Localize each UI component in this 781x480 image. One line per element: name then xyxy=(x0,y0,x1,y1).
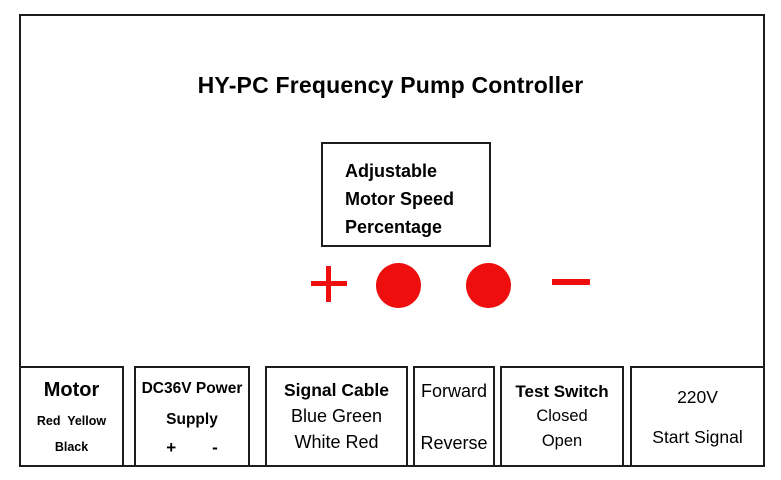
speed-box-line: Adjustable xyxy=(345,161,438,181)
forward-label: Forward xyxy=(420,381,487,401)
speed-box-line: Motor Speed xyxy=(345,189,455,209)
motor-wire-colors: Black xyxy=(54,440,89,454)
test-switch-state: Closed xyxy=(536,407,588,425)
legend-cell-signal-cable: Signal Cable Blue Green White Red xyxy=(265,366,408,467)
reverse-label: Reverse xyxy=(420,433,488,453)
legend-cell-direction: Forward Reverse xyxy=(413,366,495,467)
signal-wire-colors: White Red xyxy=(294,432,379,452)
polarity-plus-label: + xyxy=(166,438,177,457)
legend-cell-motor: Motor Red Yellow Black xyxy=(19,366,124,467)
power-supply-label: DC36V Power xyxy=(141,380,243,397)
power-polarity-row: + - xyxy=(166,438,218,457)
polarity-minus-label: - xyxy=(212,438,218,457)
indicator-light-left xyxy=(376,263,421,308)
speed-box-line: Percentage xyxy=(345,217,443,237)
test-switch-label: Test Switch xyxy=(515,382,609,401)
indicator-light-right xyxy=(466,263,511,308)
speed-percentage-label-box: Adjustable Motor Speed Percentage xyxy=(321,142,491,247)
motor-wire-colors: Red Yellow xyxy=(36,414,107,428)
power-supply-label: Supply xyxy=(166,410,218,428)
plus-vertical-bar xyxy=(326,266,331,302)
voltage-label: 220V xyxy=(677,387,718,407)
signal-cable-label: Signal Cable xyxy=(283,380,390,400)
speed-decrease-minus-icon xyxy=(552,279,590,285)
motor-label: Motor xyxy=(43,379,100,401)
signal-wire-colors: Blue Green xyxy=(290,406,383,426)
legend-cell-start-signal: 220V Start Signal xyxy=(630,366,765,467)
start-signal-label: Start Signal xyxy=(652,427,743,447)
legend-cell-test-switch: Test Switch Closed Open xyxy=(500,366,624,467)
test-switch-state: Open xyxy=(541,432,583,450)
speed-increase-plus-icon xyxy=(311,266,347,302)
legend-cell-power-supply: DC36V Power Supply + - xyxy=(134,366,250,467)
diagram-title: HY-PC Frequency Pump Controller xyxy=(197,72,584,98)
